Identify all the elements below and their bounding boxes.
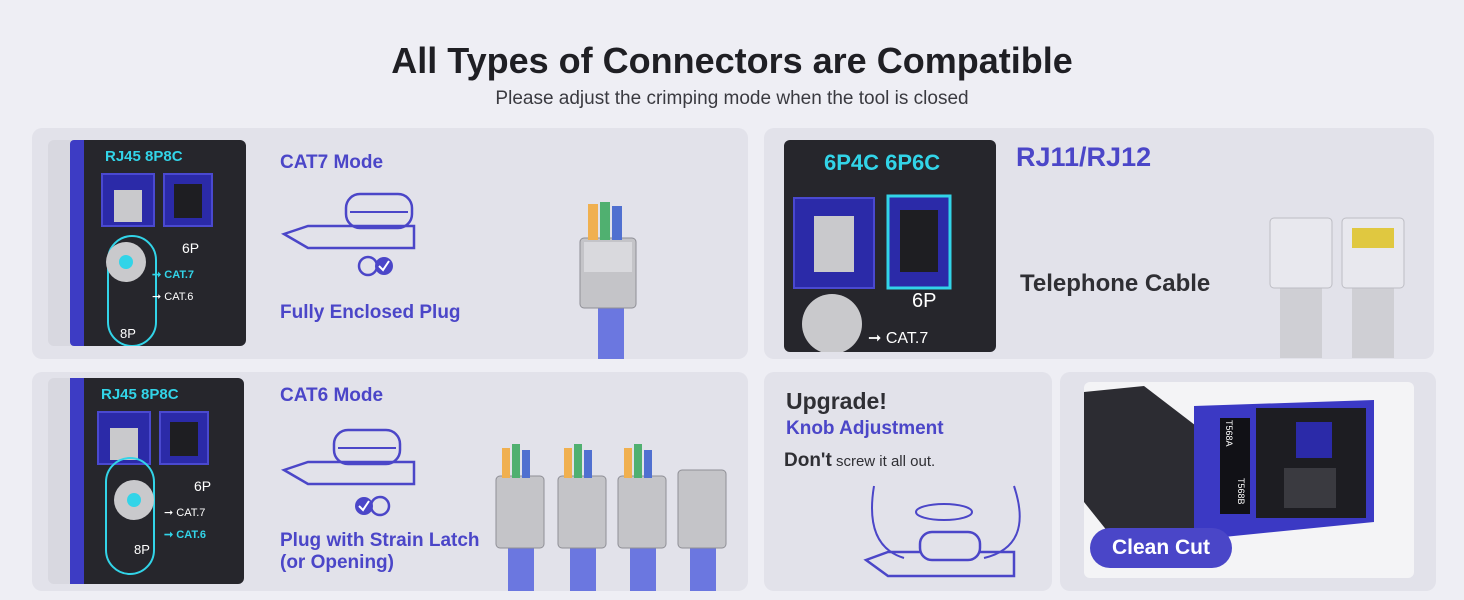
knob-adjustment-label: Knob Adjustment: [786, 418, 944, 439]
tool-ports-diagram: [97, 411, 209, 575]
card-upgrade: Upgrade! Knob Adjustment Don't screw it …: [764, 372, 1052, 591]
strain-latch-plugs-image: [495, 444, 727, 591]
hand-knob-diagram: [863, 485, 1021, 578]
card-rj11-rj12: 6P4C 6P6C 6P ➞ CAT.7 RJ11/RJ12 Telephone…: [764, 128, 1434, 359]
6p-label: 6P4C 6P6C: [824, 150, 941, 175]
plug-type-cat6: Plug with Strain Latch (or Opening): [280, 530, 480, 573]
card-cat7-mode: RJ45 8P8C 6P ➞ CAT.7 ➞ CAT.6 8P CAT7 Mod…: [32, 128, 748, 359]
t568a-label: T568A: [1224, 420, 1234, 447]
tool-photo-cat7: RJ45 8P8C 6P ➞ CAT.7 ➞ CAT.6 8P: [48, 140, 246, 346]
port-6p-label: 6P: [182, 240, 200, 256]
tool-photo-cat6: RJ45 8P8C 6P ➞ CAT.7 ➞ CAT.6 8P: [48, 378, 244, 584]
clean-cut-photo: T568A T568B: [1084, 382, 1414, 578]
cat6-arrow-label: ➞ CAT.6: [152, 291, 194, 303]
rj11-ports-diagram: [793, 194, 952, 352]
upgrade-heading: Upgrade!: [786, 388, 887, 414]
rj45-label: RJ45 8P8C: [101, 386, 179, 403]
rj11-title: RJ11/RJ12: [1016, 142, 1152, 172]
clean-cut-badge: Clean Cut: [1090, 528, 1233, 568]
port-8p-label: 8P: [120, 326, 136, 341]
knob-diagram-cat6: [280, 428, 416, 517]
mode-title-cat7: CAT7 Mode: [280, 152, 384, 173]
page-subtitle: Please adjust the crimping mode when the…: [495, 88, 969, 109]
enclosed-plug-image: [579, 202, 637, 359]
rj45-label: RJ45 8P8C: [105, 148, 183, 165]
cat6-arrow-label: ➞ CAT.6: [164, 529, 207, 541]
port-6p-label: 6P: [912, 290, 937, 312]
knob-diagram-cat7: [280, 192, 416, 277]
dont-screw-note: Don't screw it all out.: [784, 450, 936, 471]
cat7-arrow-label: ➞ CAT.7: [152, 269, 195, 281]
port-8p-label: 8P: [134, 542, 150, 557]
mode-title-cat6: CAT6 Mode: [280, 385, 384, 406]
t568b-label: T568B: [1236, 478, 1246, 505]
telephone-plugs-image: [1269, 217, 1405, 358]
tool-photo-rj11: 6P4C 6P6C 6P ➞ CAT.7: [784, 140, 996, 352]
cat7-arrow-label: ➞ CAT.7: [164, 507, 206, 519]
telephone-cable-label: Telephone Cable: [1020, 270, 1211, 297]
page-title: All Types of Connectors are Compatible: [391, 40, 1073, 81]
card-clean-cut: T568A T568B Clean Cut: [1060, 372, 1436, 591]
tool-ports-diagram: [101, 173, 213, 346]
plug-type-cat7: Fully Enclosed Plug: [280, 302, 461, 323]
cat7-arrow-label: ➞ CAT.7: [868, 330, 929, 347]
port-6p-label: 6P: [194, 478, 212, 494]
crimper-tool-image: [1084, 386, 1374, 552]
card-cat6-mode: RJ45 8P8C 6P ➞ CAT.7 ➞ CAT.6 8P CAT6 Mod…: [32, 372, 748, 591]
